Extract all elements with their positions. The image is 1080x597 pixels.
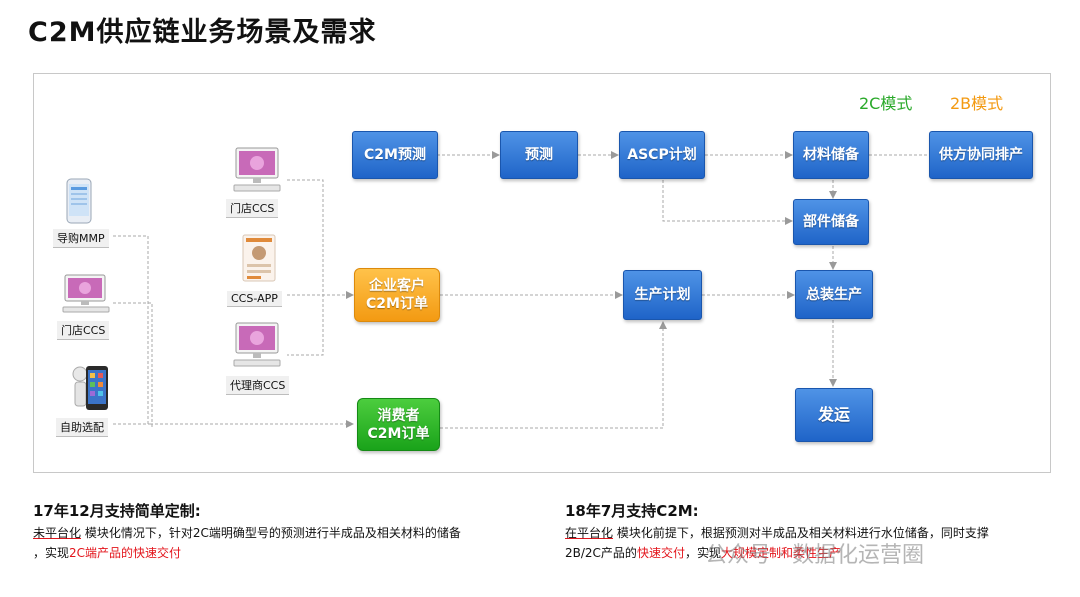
- node-enterprise-order-line1: 企业客户: [369, 278, 425, 294]
- note-right-heading: 18年7月支持C2M:: [565, 502, 699, 520]
- node-component-stock[interactable]: 部件储备: [793, 199, 869, 245]
- note-left-body: 未平台化 模块化情况下，针对2C端明确型号的预测进行半成品及相关材料的储备 ，实…: [33, 523, 533, 563]
- smartphone-icon: [66, 178, 92, 228]
- robot-tablet-icon: [70, 360, 110, 420]
- node-consumer-order-line2: C2M订单: [367, 425, 430, 442]
- watermark: 公众号 · 数据化运营圈: [705, 543, 924, 568]
- node-production-plan-label: 生产计划: [634, 287, 691, 303]
- node-enterprise-order-line2: C2M订单: [366, 296, 428, 312]
- note-right-p5: ，实现: [684, 546, 721, 560]
- device-label-store-ccs-middle: 门店CCS: [226, 199, 279, 218]
- note-left-p1: 未平台化: [33, 526, 82, 540]
- device-label-ccs-app: CCS-APP: [227, 291, 282, 307]
- note-right-p3: 2B/2C产品的: [565, 546, 637, 560]
- legend-2c-mode: 2C模式: [859, 94, 913, 113]
- node-final-assembly[interactable]: 总装生产: [795, 270, 873, 319]
- node-forecast[interactable]: 预测: [500, 131, 578, 179]
- node-shipping-label: 发运: [817, 405, 850, 424]
- node-c2m-forecast-label: C2M预测: [364, 147, 426, 163]
- node-final-assembly-label: 总装生产: [806, 286, 862, 303]
- node-material-stock-label: 材料储备: [803, 147, 859, 163]
- diagram-frame: [33, 73, 1051, 473]
- note-right-p6: 大规模定制和柔性生产: [720, 546, 841, 560]
- device-label-agent-ccs: 代理商CCS: [226, 376, 290, 395]
- device-label-store-ccs-left: 门店CCS: [57, 321, 110, 340]
- note-right-p1: 在平台化: [565, 526, 614, 540]
- node-enterprise-order[interactable]: 企业客户 C2M订单: [354, 268, 440, 322]
- device-label-guide-mmp: 导购MMP: [53, 229, 109, 248]
- node-material-stock[interactable]: 材料储备: [793, 131, 869, 179]
- node-consumer-order[interactable]: 消费者 C2M订单: [357, 398, 440, 451]
- node-supplier-coschedule[interactable]: 供方协同排产: [929, 131, 1033, 179]
- note-right-p4: 快速交付: [636, 546, 685, 560]
- device-label-self-config: 自助选配: [56, 418, 108, 437]
- page-title: C2M供应链业务场景及需求: [28, 17, 377, 48]
- note-right-body: 在平台化 模块化前提下，根据预测对半成品及相关材料进行水位储备，同时支撑 2B/…: [565, 523, 1055, 563]
- note-left-p2: 模块化情况下，针对2C端明确型号的预测进行半成品及相关材料的储备: [81, 526, 461, 540]
- note-left-p3: ，实现: [33, 546, 70, 560]
- note-left-p4: 2C端产品的快速交付: [69, 546, 182, 560]
- desktop-computer-icon: [230, 322, 284, 372]
- node-shipping[interactable]: 发运: [795, 388, 873, 442]
- note-right-p2: 模块化前提下，根据预测对半成品及相关材料进行水位储备，同时支撑: [613, 526, 989, 540]
- desktop-computer-icon: [59, 274, 113, 318]
- legend-2b-mode: 2B模式: [950, 94, 1004, 113]
- node-ascp-plan-label: ASCP计划: [627, 147, 697, 163]
- node-c2m-forecast[interactable]: C2M预测: [352, 131, 438, 179]
- node-supplier-coschedule-label: 供方协同排产: [939, 147, 1023, 163]
- node-production-plan[interactable]: 生产计划: [623, 270, 702, 320]
- node-forecast-label: 预测: [525, 147, 553, 163]
- desktop-computer-icon: [230, 147, 284, 197]
- node-consumer-order-line1: 消费者: [377, 407, 420, 424]
- node-component-stock-label: 部件储备: [803, 214, 859, 230]
- note-left-heading: 17年12月支持简单定制:: [33, 502, 201, 520]
- node-ascp-plan[interactable]: ASCP计划: [619, 131, 705, 179]
- mobile-app-icon: [242, 234, 276, 286]
